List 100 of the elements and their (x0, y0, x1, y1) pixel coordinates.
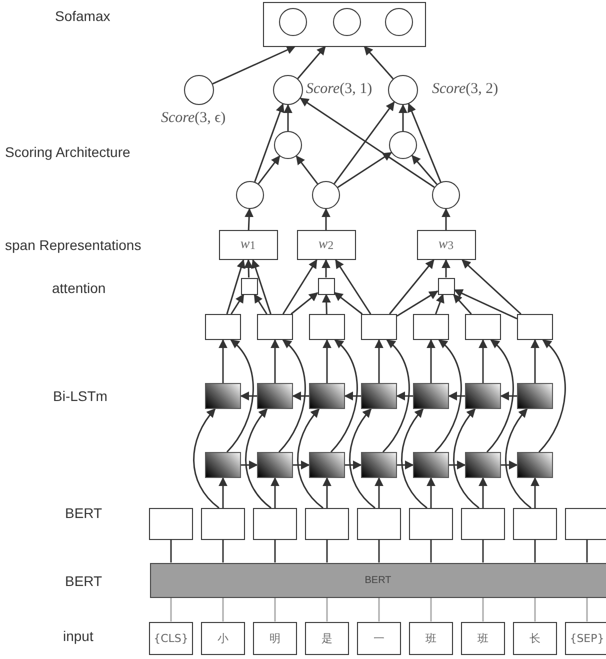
arrow (397, 460, 414, 470)
layer-label: input (63, 628, 94, 644)
layer-label: Sofamax (55, 8, 110, 24)
hidden-box (361, 314, 397, 340)
arrow (374, 339, 384, 383)
token-box: 明 (253, 622, 297, 654)
arrow (382, 339, 410, 452)
neuron-circle (236, 181, 264, 209)
arrow (278, 339, 306, 452)
connector-line (378, 540, 380, 562)
hidden-box (205, 314, 241, 340)
connector-line (378, 598, 380, 622)
arrow (364, 46, 394, 80)
arrow (330, 339, 358, 452)
layer-label: BERT (65, 505, 102, 521)
arrow (412, 154, 438, 185)
arrow (193, 408, 220, 509)
embedding-box (409, 508, 453, 540)
arrow (501, 460, 518, 470)
lstm-cell (413, 383, 449, 409)
connector-line (222, 598, 224, 622)
connector-line (430, 598, 432, 622)
arrow (486, 339, 514, 452)
score-label: Score(3, 2) (432, 81, 498, 98)
arrow (290, 292, 318, 315)
hidden-box (309, 314, 345, 340)
hidden-box (413, 314, 449, 340)
neuron-circle (432, 181, 460, 209)
arrow (449, 460, 466, 470)
arrow (442, 259, 450, 278)
score-label: Score(3, 1) (306, 81, 372, 98)
connector-line (534, 598, 536, 622)
arrow (245, 408, 272, 509)
arrow (258, 155, 280, 184)
neuron-circle (384, 8, 412, 36)
arrow (300, 98, 435, 188)
arrow (462, 259, 522, 315)
hidden-box (257, 314, 293, 340)
connector-line (274, 540, 276, 562)
lstm-cell (361, 452, 397, 478)
embedding-box (565, 508, 606, 540)
connector-line (586, 598, 588, 622)
arrow (226, 259, 246, 314)
arrow (335, 259, 372, 314)
lstm-cell (517, 383, 553, 409)
neuron-circle (389, 131, 417, 159)
arrow (270, 339, 280, 383)
connector-line (326, 540, 328, 562)
arrow (293, 460, 310, 470)
arrow (244, 259, 254, 278)
hidden-box (465, 314, 501, 340)
connector-line (430, 540, 432, 562)
embedding-box (149, 508, 193, 540)
arrow (442, 208, 450, 230)
embedding-box (461, 508, 505, 540)
layer-label: BERT (65, 573, 102, 589)
layer-label: Bi-LSTm (53, 388, 108, 404)
score-circle (388, 75, 418, 105)
arrow (396, 290, 438, 317)
layer-label: span Representations (5, 237, 142, 253)
lstm-cell (465, 452, 501, 478)
connector-line (482, 598, 484, 622)
embedding-box (201, 508, 245, 540)
arrow (230, 294, 244, 314)
token-box: 长 (513, 622, 557, 654)
lstm-cell (309, 383, 345, 409)
arrow (345, 460, 362, 470)
arrow (297, 408, 324, 509)
arrow (284, 104, 292, 131)
arrow (453, 408, 480, 509)
bert-bar: BERT (150, 562, 606, 598)
token-box: {CLS} (149, 622, 193, 654)
neuron-circle (278, 8, 306, 36)
arrow (435, 294, 444, 314)
lstm-cell (309, 452, 345, 478)
arrow (426, 339, 436, 383)
attention-box (240, 278, 258, 294)
arrow (218, 477, 228, 508)
arrow (398, 104, 408, 131)
arrow (334, 292, 363, 315)
lstm-cell (257, 452, 293, 478)
arrow (349, 408, 376, 509)
connector-line (170, 540, 172, 562)
neuron-circle (312, 181, 340, 209)
arrow (334, 101, 395, 184)
arrow (434, 339, 462, 452)
lstm-cell (361, 383, 397, 409)
token-box: 班 (409, 622, 453, 654)
connector-line (222, 540, 224, 562)
embedding-box (513, 508, 557, 540)
arrow (500, 392, 517, 400)
hidden-box (517, 314, 553, 340)
arrow (282, 259, 318, 314)
arrow (478, 339, 488, 383)
connector-line (326, 598, 328, 622)
arrow (408, 103, 442, 182)
arrow (226, 339, 254, 452)
lstm-cell (205, 452, 241, 478)
arrow (389, 259, 434, 314)
arrow (218, 339, 228, 383)
